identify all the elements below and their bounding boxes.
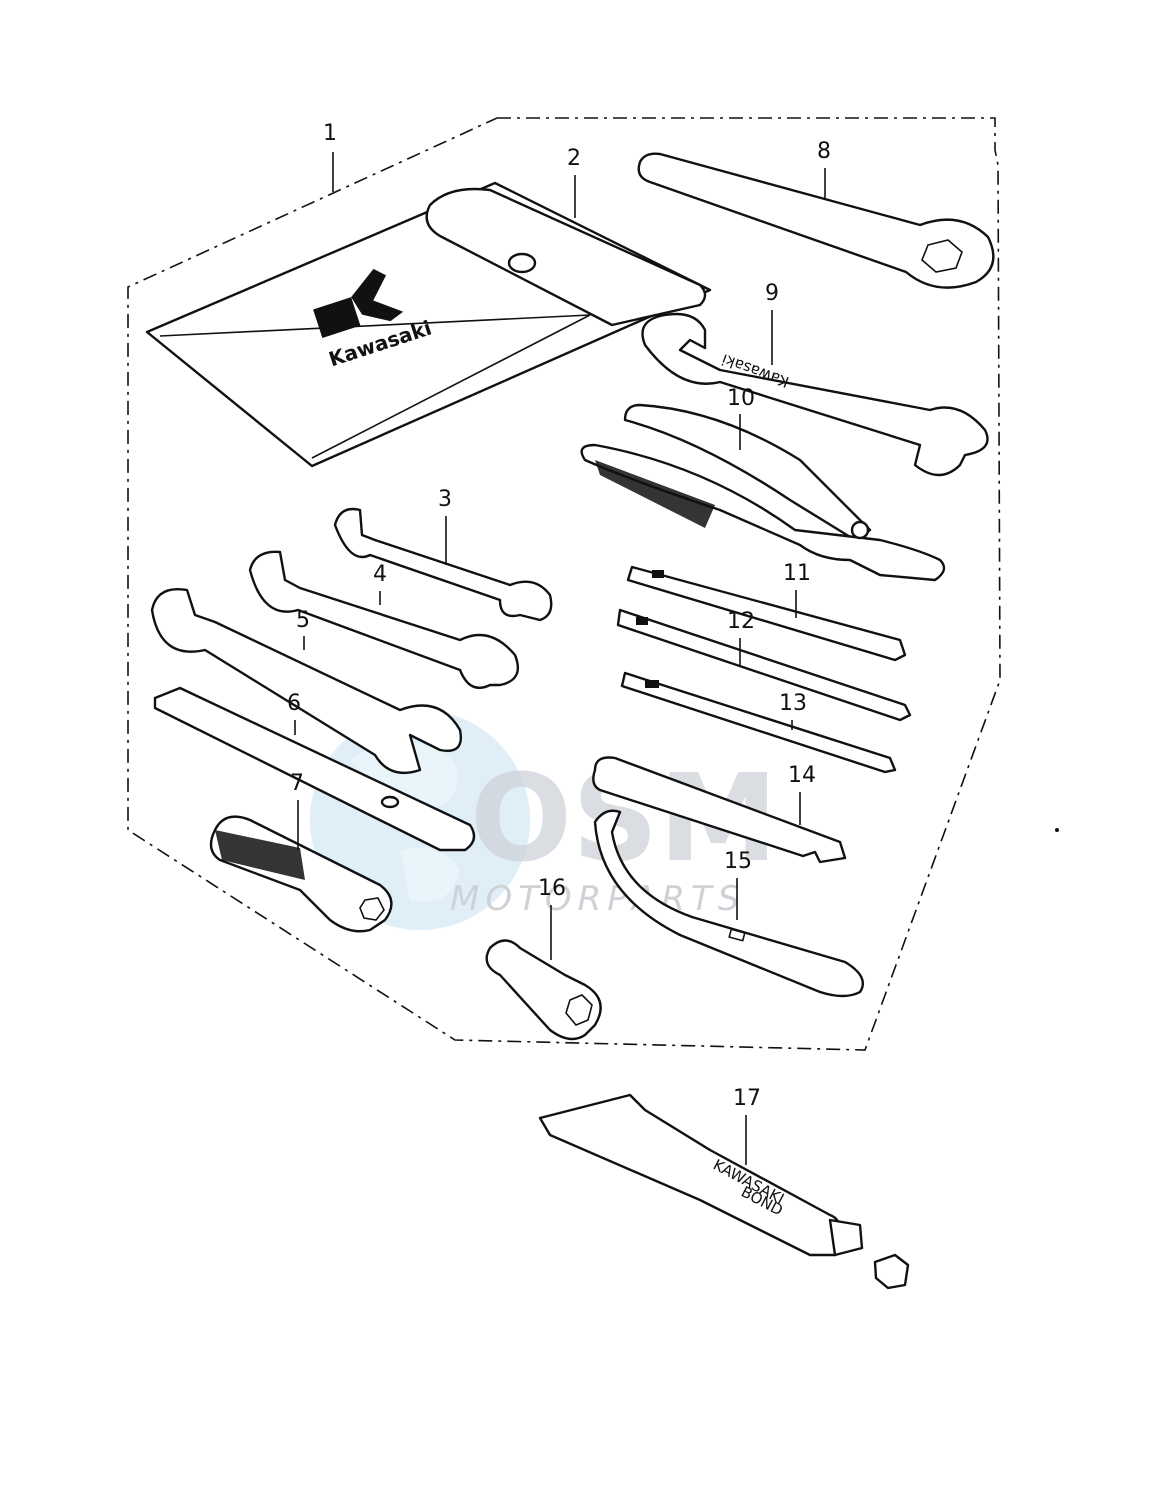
callout-15: 15: [724, 849, 752, 874]
spark-plug-wrench: [485, 939, 602, 1041]
callouts: 1 2 3 4 5 6 7 8 9 10 11 12 13 14 15 16 1…: [287, 121, 831, 1111]
callout-12: 12: [727, 609, 755, 634]
ring-wrench: [637, 152, 995, 289]
callout-6: 6: [287, 691, 301, 716]
callout-7: 7: [290, 771, 304, 796]
callout-11: 11: [783, 561, 811, 586]
callout-13: 13: [779, 691, 807, 716]
callout-8: 8: [817, 139, 831, 164]
callout-5: 5: [296, 608, 310, 633]
callout-1: 1: [323, 121, 337, 146]
pliers: [580, 403, 946, 582]
bond-tube: KAWASAKI BOND: [538, 1093, 910, 1290]
screwdriver-phillips: [626, 565, 907, 662]
open-end-wrench-small: [333, 507, 553, 622]
screwdriver-flat: [616, 608, 912, 722]
hook-spanner: [593, 809, 865, 998]
group-outline: [127, 117, 1001, 1051]
open-end-wrench-medium: [248, 550, 520, 690]
callout-14: 14: [788, 763, 816, 788]
open-end-wrench-branded: Kawasaki: [641, 312, 989, 477]
callout-2: 2: [567, 146, 581, 171]
callout-3: 3: [438, 487, 452, 512]
callout-4: 4: [373, 562, 387, 587]
screwdriver-phillips-long: [620, 671, 897, 774]
callout-16: 16: [538, 876, 566, 901]
callout-10: 10: [727, 386, 755, 411]
leader-lines: [294, 152, 826, 1165]
tommy-bar: [153, 686, 476, 852]
flat-wrench: [592, 756, 847, 864]
open-end-wrench-large: [150, 588, 462, 775]
callout-17: 17: [733, 1086, 761, 1111]
watermark-tagline: MOTORPARTS: [450, 879, 745, 919]
callout-9: 9: [765, 281, 779, 306]
box-wrench-handle: [209, 815, 393, 933]
tool-bag: Kawasaki: [145, 181, 712, 468]
